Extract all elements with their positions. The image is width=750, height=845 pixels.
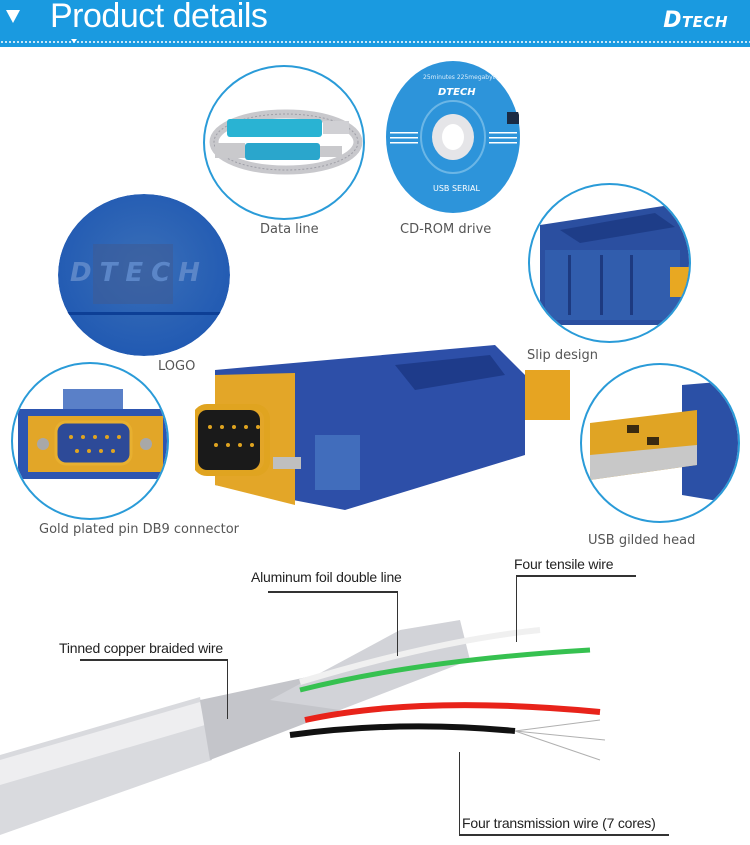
callout-line-tensile-v bbox=[516, 575, 517, 642]
callout-tensile-wire: Four tensile wire bbox=[514, 556, 614, 572]
feature-label-usb-head: USB gilded head bbox=[588, 533, 696, 548]
cd-top-text: 25minutes 225megabytes bbox=[423, 74, 502, 81]
feature-image-cd-rom: 25minutes 225megabytes DTECH USB SERIAL bbox=[385, 60, 522, 215]
cd-product-text: USB SERIAL bbox=[433, 184, 480, 193]
feature-label-cd-rom: CD-ROM drive bbox=[400, 222, 492, 237]
section-title: Product details bbox=[50, 0, 268, 35]
feature-label-logo: LOGO bbox=[158, 359, 196, 374]
feature-label-data-line: Data line bbox=[260, 222, 319, 237]
callout-line-transmission-h bbox=[459, 834, 669, 836]
callout-transmission-wire: Four transmission wire (7 cores) bbox=[462, 815, 656, 831]
feature-image-slip-design bbox=[528, 183, 691, 343]
brand-logo: DTECH bbox=[663, 8, 728, 33]
callout-line-tinned-h bbox=[80, 659, 228, 661]
notch-icon bbox=[71, 39, 77, 43]
callout-tinned-copper: Tinned copper braided wire bbox=[59, 640, 223, 656]
down-triangle-icon bbox=[6, 10, 20, 23]
cd-brand-text: DTECH bbox=[438, 87, 476, 98]
feature-label-db9: Gold plated pin DB9 connector bbox=[39, 522, 240, 537]
cable-cross-section-image bbox=[0, 600, 750, 845]
feature-image-db9 bbox=[11, 362, 169, 520]
feature-image-data-line bbox=[203, 65, 365, 220]
callout-aluminum-foil: Aluminum foil double line bbox=[251, 569, 402, 585]
callout-line-tinned-v bbox=[227, 659, 228, 719]
callout-line-transmission-v bbox=[459, 752, 460, 835]
feature-image-logo: DTECH bbox=[58, 194, 230, 356]
header-dotted-divider bbox=[0, 37, 750, 47]
callout-line-aluminum-v bbox=[397, 591, 398, 656]
callout-line-aluminum-h bbox=[268, 591, 398, 593]
embossed-logo-text: DTECH bbox=[70, 258, 208, 288]
feature-image-usb-head bbox=[580, 363, 740, 523]
section-header: Product details DTECH bbox=[0, 0, 750, 37]
main-adapter-image bbox=[195, 345, 575, 510]
feature-label-slip-design: Slip design bbox=[527, 348, 598, 363]
callout-line-tensile-h bbox=[516, 575, 636, 577]
